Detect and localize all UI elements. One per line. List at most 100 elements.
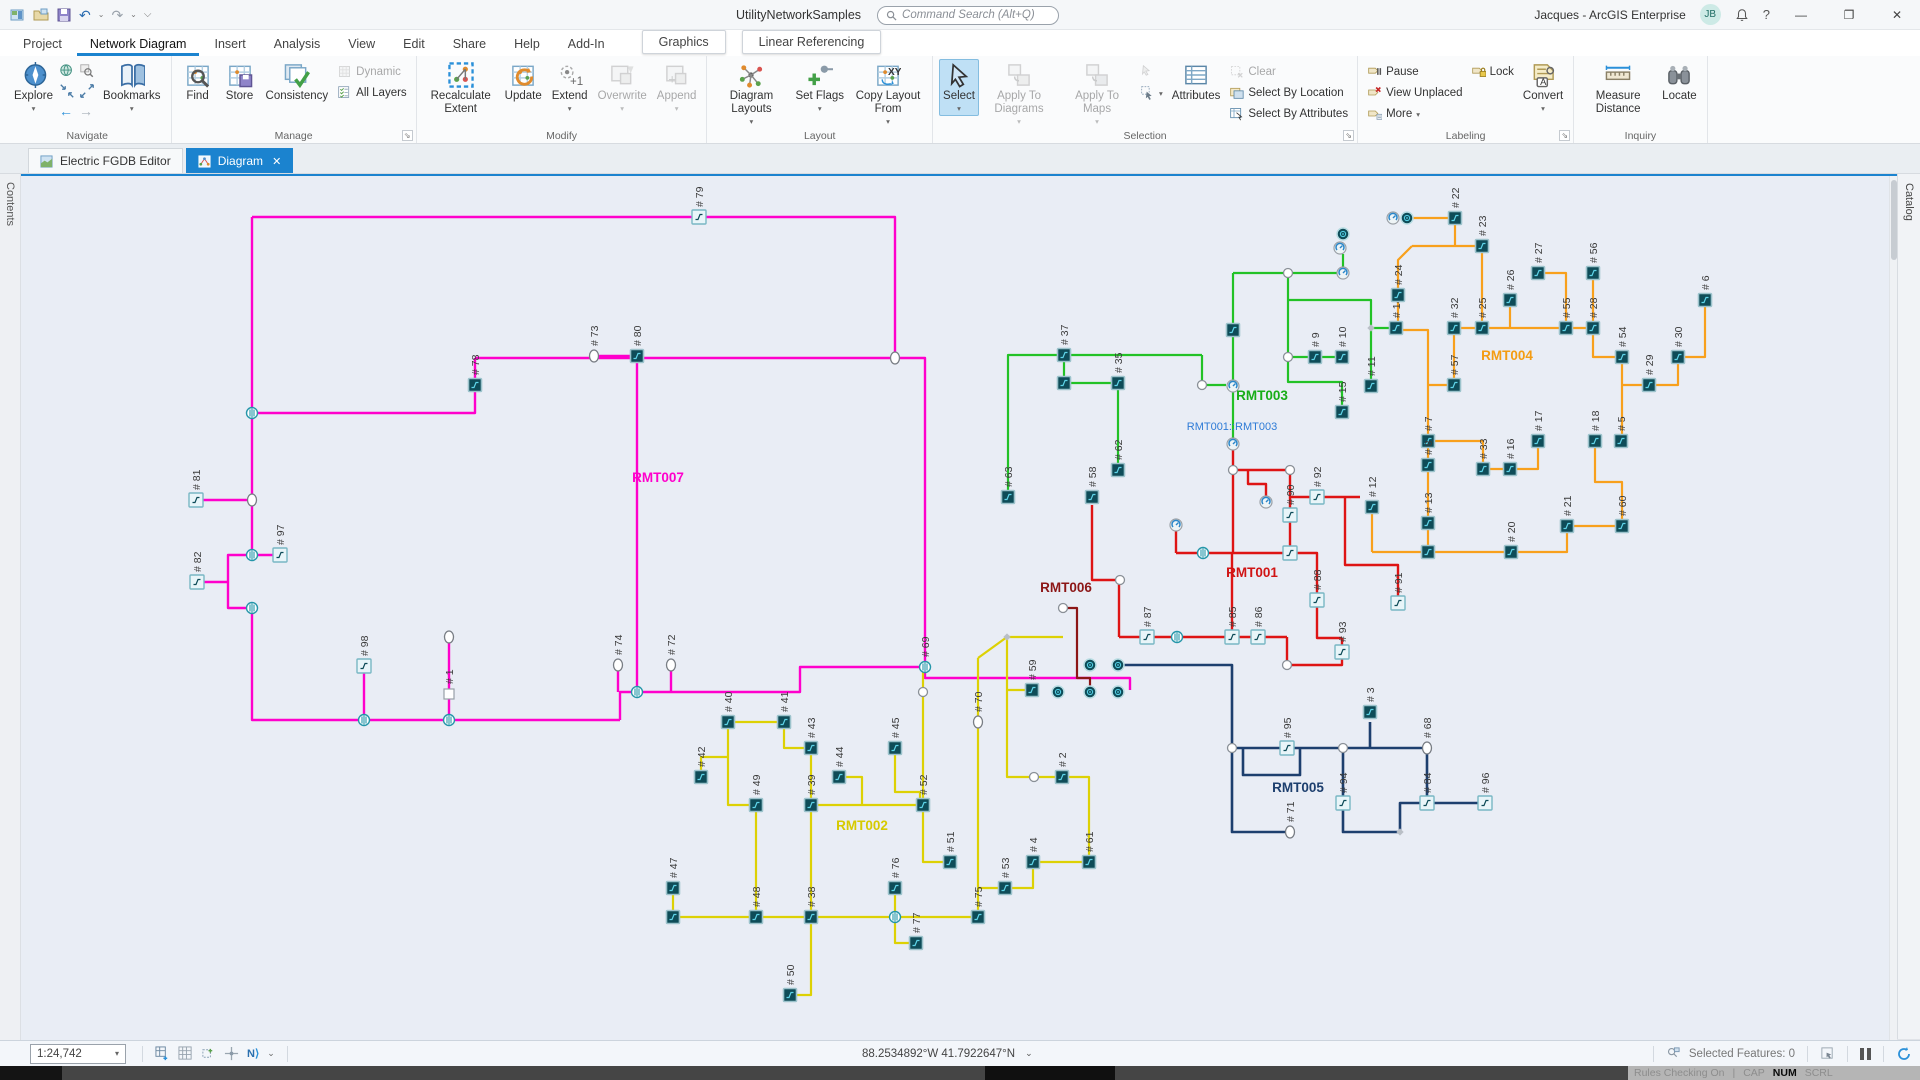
diagram-node-rmt004-54[interactable]: # 54	[1614, 326, 1630, 365]
diagram-node-rmt007[interactable]	[245, 601, 259, 615]
diagram-node-rmt004-29[interactable]: # 29	[1641, 354, 1657, 393]
diagram-node-rmt002-48[interactable]: # 48	[748, 886, 764, 925]
ribbon-tab-linear-referencing[interactable]: Linear Referencing	[741, 30, 882, 54]
store-button[interactable]: Store	[220, 59, 260, 106]
clear-button[interactable]: Clear	[1226, 62, 1351, 81]
ribbon-tab-project[interactable]: Project	[23, 37, 62, 51]
diagram-node-rmt007-73[interactable]: # 73	[588, 325, 601, 363]
ribbon-tab-insert[interactable]: Insert	[214, 37, 246, 51]
diagram-node-rmt001[interactable]	[1282, 545, 1298, 561]
all-layers-button[interactable]: All Layers	[334, 83, 410, 102]
diagram-node-rmt001[interactable]	[1170, 630, 1184, 644]
diagram-node-rmt002-39[interactable]: # 39	[803, 774, 819, 813]
append-button[interactable]: +Append▾	[653, 59, 701, 116]
diagram-node-rmt002-70[interactable]: # 70	[972, 691, 985, 729]
diagram-layouts-button[interactable]: Diagram Layouts▾	[713, 59, 789, 129]
diagram-node-rmt005-94[interactable]: # 94	[1335, 772, 1351, 811]
diagram-node-rmt005[interactable]	[1226, 742, 1238, 754]
diagram-node-rmt001[interactable]	[1259, 495, 1273, 509]
crosshair-icon[interactable]	[224, 1046, 239, 1061]
diagram-node-rmt005-95[interactable]: # 95	[1279, 717, 1295, 756]
bookmarks-button[interactable]: Bookmarks▾	[99, 59, 165, 116]
diagram-node-rmt001-87[interactable]: # 87	[1139, 606, 1155, 645]
diagram-node-rmt002-45[interactable]: # 45	[887, 717, 903, 756]
diagram-node-rmt007[interactable]	[245, 406, 259, 420]
diagram-node-rmt002-59[interactable]: # 59	[1024, 659, 1040, 698]
diagram-node-rmt004-27[interactable]: # 27	[1530, 242, 1546, 281]
undo-chevron-icon[interactable]: ⌄	[97, 10, 105, 19]
arrowsout-button[interactable]	[79, 83, 97, 101]
fwd-button[interactable]: →	[79, 103, 93, 119]
diagram-node-rmt003-63[interactable]: # 63	[1000, 466, 1016, 505]
globe-button[interactable]	[59, 63, 77, 81]
diagram-node-rmt001-88[interactable]: # 88	[1309, 569, 1325, 608]
dialog-launcher-icon[interactable]: ⇘	[1343, 130, 1355, 141]
maximize-icon[interactable]: ❐	[1843, 7, 1855, 22]
north-flag-icon[interactable]: N⟩	[247, 1048, 260, 1060]
diagram-node-rmt001[interactable]	[1284, 464, 1296, 476]
diagram-node-rmt002-43[interactable]: # 43	[803, 717, 819, 756]
command-search-input[interactable]: Command Search (Alt+Q)	[877, 5, 1060, 25]
diagram-node-rmt002[interactable]	[1028, 771, 1040, 783]
diagram-node-rmt004-60[interactable]: # 60	[1614, 495, 1630, 534]
diagram-node-rmt002-44[interactable]: # 44	[831, 746, 847, 785]
diagram-node-rmt001-86[interactable]: # 86	[1250, 606, 1266, 645]
dialog-launcher-icon[interactable]: ⇘	[1559, 130, 1571, 141]
diagram-node-rmt002-41[interactable]: # 41	[776, 691, 792, 730]
close-icon[interactable]: ✕	[1891, 7, 1903, 22]
diagram-node-rmt003-35[interactable]: # 35	[1110, 352, 1126, 391]
notifications-icon[interactable]	[1735, 8, 1749, 22]
diagram-node-rmt003[interactable]	[1225, 322, 1241, 338]
diagram-node-rmt001-93[interactable]: # 93	[1334, 621, 1350, 660]
ribbon-tab-network-diagram[interactable]: Network Diagram	[76, 33, 200, 56]
panel-tab-catalog[interactable]: Catalog	[1898, 174, 1920, 1040]
save-project-icon[interactable]	[56, 7, 72, 23]
diagram-node-rmt004-33[interactable]: # 33	[1475, 438, 1491, 477]
diagram-node-rmt007[interactable]	[246, 493, 258, 507]
diagram-node-rmt002[interactable]	[917, 686, 929, 698]
diagram-node-rmt003[interactable]	[1367, 324, 1375, 332]
redo-chevron-icon[interactable]: ⌄	[130, 10, 137, 19]
diagram-node-rmt001-58[interactable]: # 58	[1084, 466, 1100, 505]
ribbon-tab-edit[interactable]: Edit	[403, 37, 425, 51]
ribbon-tab-share[interactable]: Share	[452, 37, 487, 51]
coords-chevron-icon[interactable]: ⌄	[1025, 1048, 1033, 1058]
ribbon-tab-add-in[interactable]: Add-In	[567, 37, 605, 51]
map-vertical-scrollbar[interactable]	[1889, 176, 1897, 1040]
contents-pane-tab[interactable]: Contents	[0, 174, 21, 1040]
diagram-node-rmt004-56[interactable]: # 56	[1585, 242, 1601, 281]
diagram-node-rmt001[interactable]	[1169, 518, 1183, 532]
diagram-node-rmt003-62[interactable]: # 62	[1110, 439, 1126, 478]
diagram-node-rmt003[interactable]	[1226, 379, 1240, 393]
diagram-node-rmt004-25[interactable]: # 25	[1474, 297, 1490, 336]
diagram-node-rmt007-74[interactable]: # 74	[612, 634, 625, 672]
diagram-node-rmt002[interactable]	[888, 910, 902, 924]
diagram-node-rmt005[interactable]	[1111, 685, 1125, 699]
diagram-node-rmt004-26[interactable]: # 26	[1502, 269, 1518, 308]
new-project-icon[interactable]	[10, 7, 26, 23]
customize-qat-icon[interactable]: ⌵	[143, 9, 152, 20]
diagram-node-rmt003-9[interactable]: # 9	[1307, 332, 1323, 365]
diagram-node-rmt007-69[interactable]: # 69	[918, 636, 933, 674]
redo-icon[interactable]: ↷	[111, 6, 124, 23]
diagram-node-rmt007[interactable]	[442, 713, 456, 727]
attributes-button[interactable]: Attributes	[1168, 59, 1225, 106]
diagram-node-rmt007-98[interactable]: # 98	[356, 635, 372, 674]
diagram-node-rmt003[interactable]	[1282, 267, 1294, 279]
diagram-node-rmt002-61[interactable]: # 61	[1081, 831, 1097, 870]
set-flags-button[interactable]: Set Flags▾	[791, 59, 848, 116]
pause-button[interactable]: Pause	[1364, 62, 1466, 81]
diagram-node-rmt002-50[interactable]: # 50	[782, 964, 798, 1003]
chevron-down-icon[interactable]: ⌄	[267, 1048, 275, 1058]
diagram-node-rmt004-7[interactable]: # 7	[1420, 416, 1436, 449]
diagram-node-rmt004[interactable]	[1386, 211, 1400, 225]
apply-to-diagrams-button[interactable]: Apply To Diagrams▾	[981, 59, 1057, 129]
find-button[interactable]: Find	[178, 59, 218, 106]
diagram-node-rmt002-4[interactable]: # 4	[1025, 837, 1041, 870]
diagram-node-rmt005[interactable]	[1051, 685, 1065, 699]
diagram-node-rmt002-76[interactable]: # 76	[887, 857, 903, 896]
zoom-selection-icon[interactable]	[1666, 1046, 1681, 1061]
diagram-node-rmt007[interactable]	[245, 548, 259, 562]
diagram-node-rmt001-91[interactable]: # 91	[1390, 572, 1406, 611]
diagram-node-rmt002-51[interactable]: # 51	[942, 831, 958, 870]
